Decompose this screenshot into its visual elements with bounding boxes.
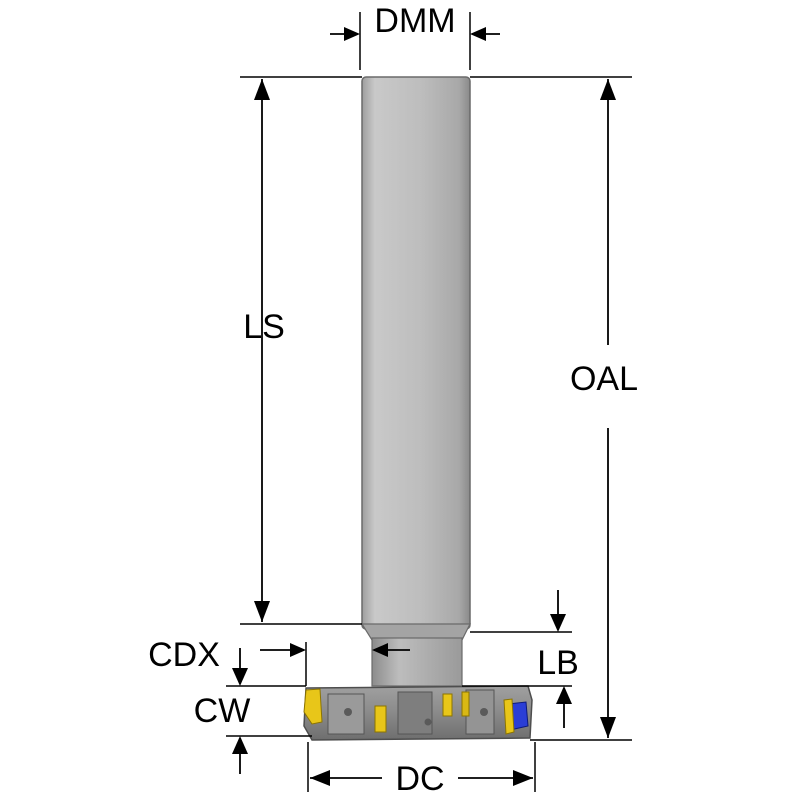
arrow-down-icon: [550, 614, 566, 632]
arrow-left-icon: [470, 27, 486, 41]
shank: [361, 76, 471, 630]
arrow-left-icon: [310, 770, 330, 786]
arrow-left-icon: [372, 643, 388, 657]
cutter-tool: [303, 76, 533, 741]
screw-icon: [424, 718, 432, 726]
arrow-right-icon: [290, 643, 306, 657]
label-oal: OAL: [570, 360, 638, 398]
label-ls: LS: [243, 308, 285, 346]
arrow-down-icon: [600, 717, 616, 738]
insert-yellow: [461, 691, 470, 717]
screw-icon: [480, 708, 488, 716]
dimension-labels: DMM LS OAL CDX LB CW DC: [148, 2, 638, 798]
arrow-down-icon: [254, 601, 270, 622]
arrow-right-icon: [344, 27, 360, 41]
insert-yellow: [374, 705, 387, 733]
label-cw: CW: [194, 692, 251, 730]
extension-lines: [226, 12, 632, 792]
arrow-right-icon: [513, 770, 533, 786]
arrow-up-icon: [254, 79, 270, 100]
label-lb: LB: [537, 644, 579, 682]
insert-yellow: [303, 688, 323, 725]
insert-yellow: [442, 693, 453, 717]
label-dmm: DMM: [374, 2, 455, 40]
arrow-up-icon: [600, 79, 616, 100]
arrow-down-icon: [232, 668, 248, 686]
insert-yellow: [503, 698, 515, 735]
label-cdx: CDX: [148, 636, 220, 674]
arrow-up-icon: [556, 686, 572, 704]
screw-icon: [344, 708, 352, 716]
insert-pocket: [397, 691, 433, 735]
arrow-up-icon: [232, 736, 248, 754]
label-dc: DC: [395, 760, 444, 798]
dimension-lines: [232, 27, 616, 786]
